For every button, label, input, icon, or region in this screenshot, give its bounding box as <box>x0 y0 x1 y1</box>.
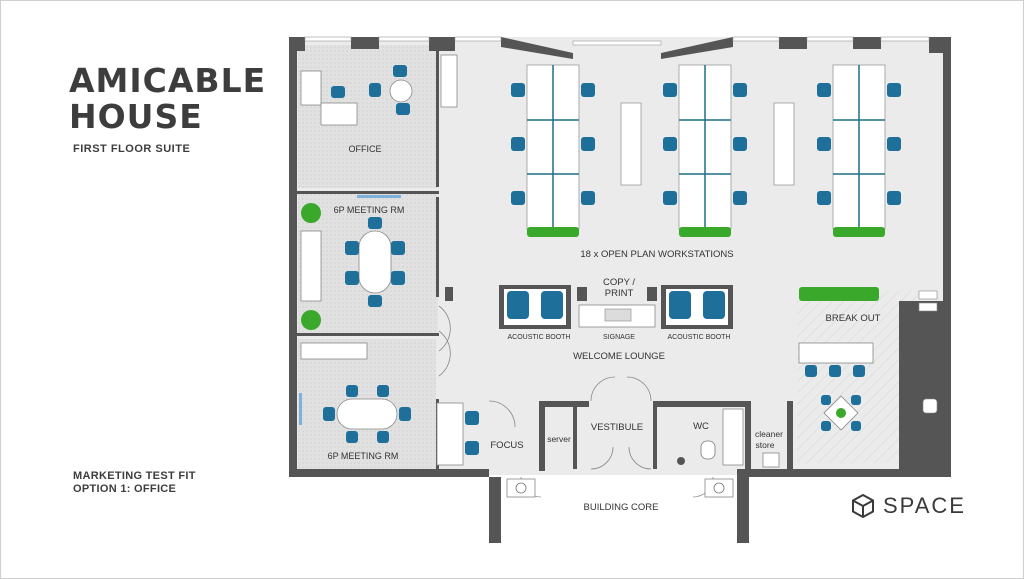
room-label-office: OFFICE <box>349 144 382 154</box>
workstation-dividers <box>527 65 885 229</box>
room-label-signage: SIGNAGE <box>603 334 635 341</box>
room-label-workstations: 18 x OPEN PLAN WORKSTATIONS <box>580 249 733 260</box>
room-label-booth-right: ACOUSTIC BOOTH <box>667 334 730 341</box>
focus-room <box>436 402 479 466</box>
workstation-planters <box>527 227 885 237</box>
breakout-furniture <box>798 287 938 431</box>
room-label-meeting-bottom: 6P MEETING RM <box>328 451 399 461</box>
caption-line-2: OPTION 1: OFFICE <box>73 483 177 495</box>
logo-text: SPACE <box>883 493 966 518</box>
meeting-top-furniture <box>300 195 405 330</box>
room-label-copy-2: PRINT <box>605 288 634 299</box>
core-area <box>502 477 736 543</box>
title-line-2: HOUSE <box>69 97 203 136</box>
room-label-building-core: BUILDING CORE <box>584 502 659 513</box>
room-label-vestibule: VESTIBULE <box>591 422 643 433</box>
windows-top <box>304 36 930 46</box>
room-label-meeting-top: 6P MEETING RM <box>334 205 405 215</box>
caption-line-1: MARKETING TEST FIT <box>73 470 196 482</box>
title-line-1: AMICABLE <box>69 61 267 100</box>
wc-room <box>677 408 744 466</box>
page-title: AMICABLE HOUSE <box>69 63 266 135</box>
page-subtitle: FIRST FLOOR SUITE <box>73 143 191 155</box>
core-fixtures <box>506 478 734 498</box>
copy-print-station <box>577 287 657 328</box>
office-furniture <box>300 54 458 126</box>
space-logo: SPACE <box>851 493 966 519</box>
column <box>445 287 453 301</box>
workstation-chairs <box>511 83 901 205</box>
room-label-focus: FOCUS <box>490 440 523 451</box>
room-label-copy-1: COPY / <box>603 277 635 288</box>
room-label-server: server <box>547 434 571 444</box>
room-label-lounge: WELCOME LOUNGE <box>573 351 665 362</box>
room-label-booth-left: ACOUSTIC BOOTH <box>507 334 570 341</box>
cube-icon <box>852 493 874 519</box>
room-label-cleaner-2: store <box>756 440 775 450</box>
meeting-bottom-furniture <box>299 342 411 443</box>
room-label-cleaner-1: cleaner <box>755 429 783 439</box>
room-label-wc: WC <box>693 421 709 432</box>
office-floor <box>298 45 438 188</box>
cleaner-sink <box>762 452 780 468</box>
core-walls <box>489 301 943 543</box>
acoustic-booth-left <box>499 285 571 329</box>
room-label-break-out: BREAK OUT <box>826 313 881 324</box>
acoustic-booth-right <box>661 285 733 329</box>
